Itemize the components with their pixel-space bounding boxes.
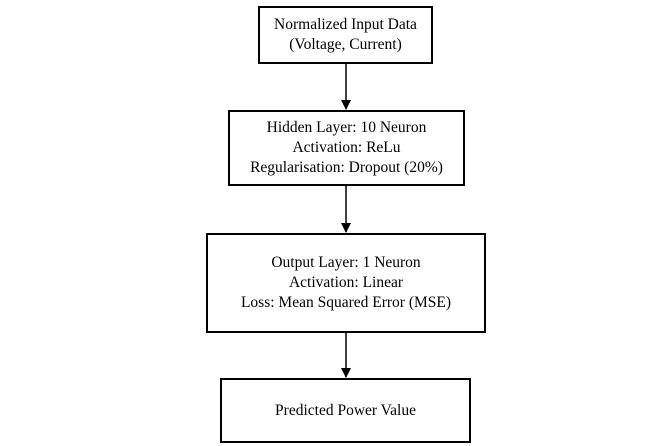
hidden-layer-box: Hidden Layer: 10 Neuron Activation: ReLu… [228, 110, 465, 186]
input-data-title: Normalized Input Data [274, 16, 417, 33]
predicted-value-box: Predicted Power Value [220, 378, 471, 443]
predicted-value-title: Predicted Power Value [275, 401, 416, 419]
hidden-layer-title: Hidden Layer: 10 Neuron [266, 119, 427, 136]
hidden-layer-activation: Activation: ReLu [292, 139, 401, 156]
input-data-detail: (Voltage, Current) [289, 36, 402, 53]
hidden-layer-regularisation: Regularisation: Dropout (20%) [250, 159, 443, 176]
output-layer-box: Output Layer: 1 Neuron Activation: Linea… [206, 233, 486, 333]
input-data-box: Normalized Input Data (Voltage, Current) [258, 6, 433, 64]
output-layer-loss: Loss: Mean Squared Error (MSE) [240, 294, 452, 311]
output-layer-activation: Activation: Linear [288, 274, 404, 291]
output-layer-title: Output Layer: 1 Neuron [271, 254, 421, 271]
